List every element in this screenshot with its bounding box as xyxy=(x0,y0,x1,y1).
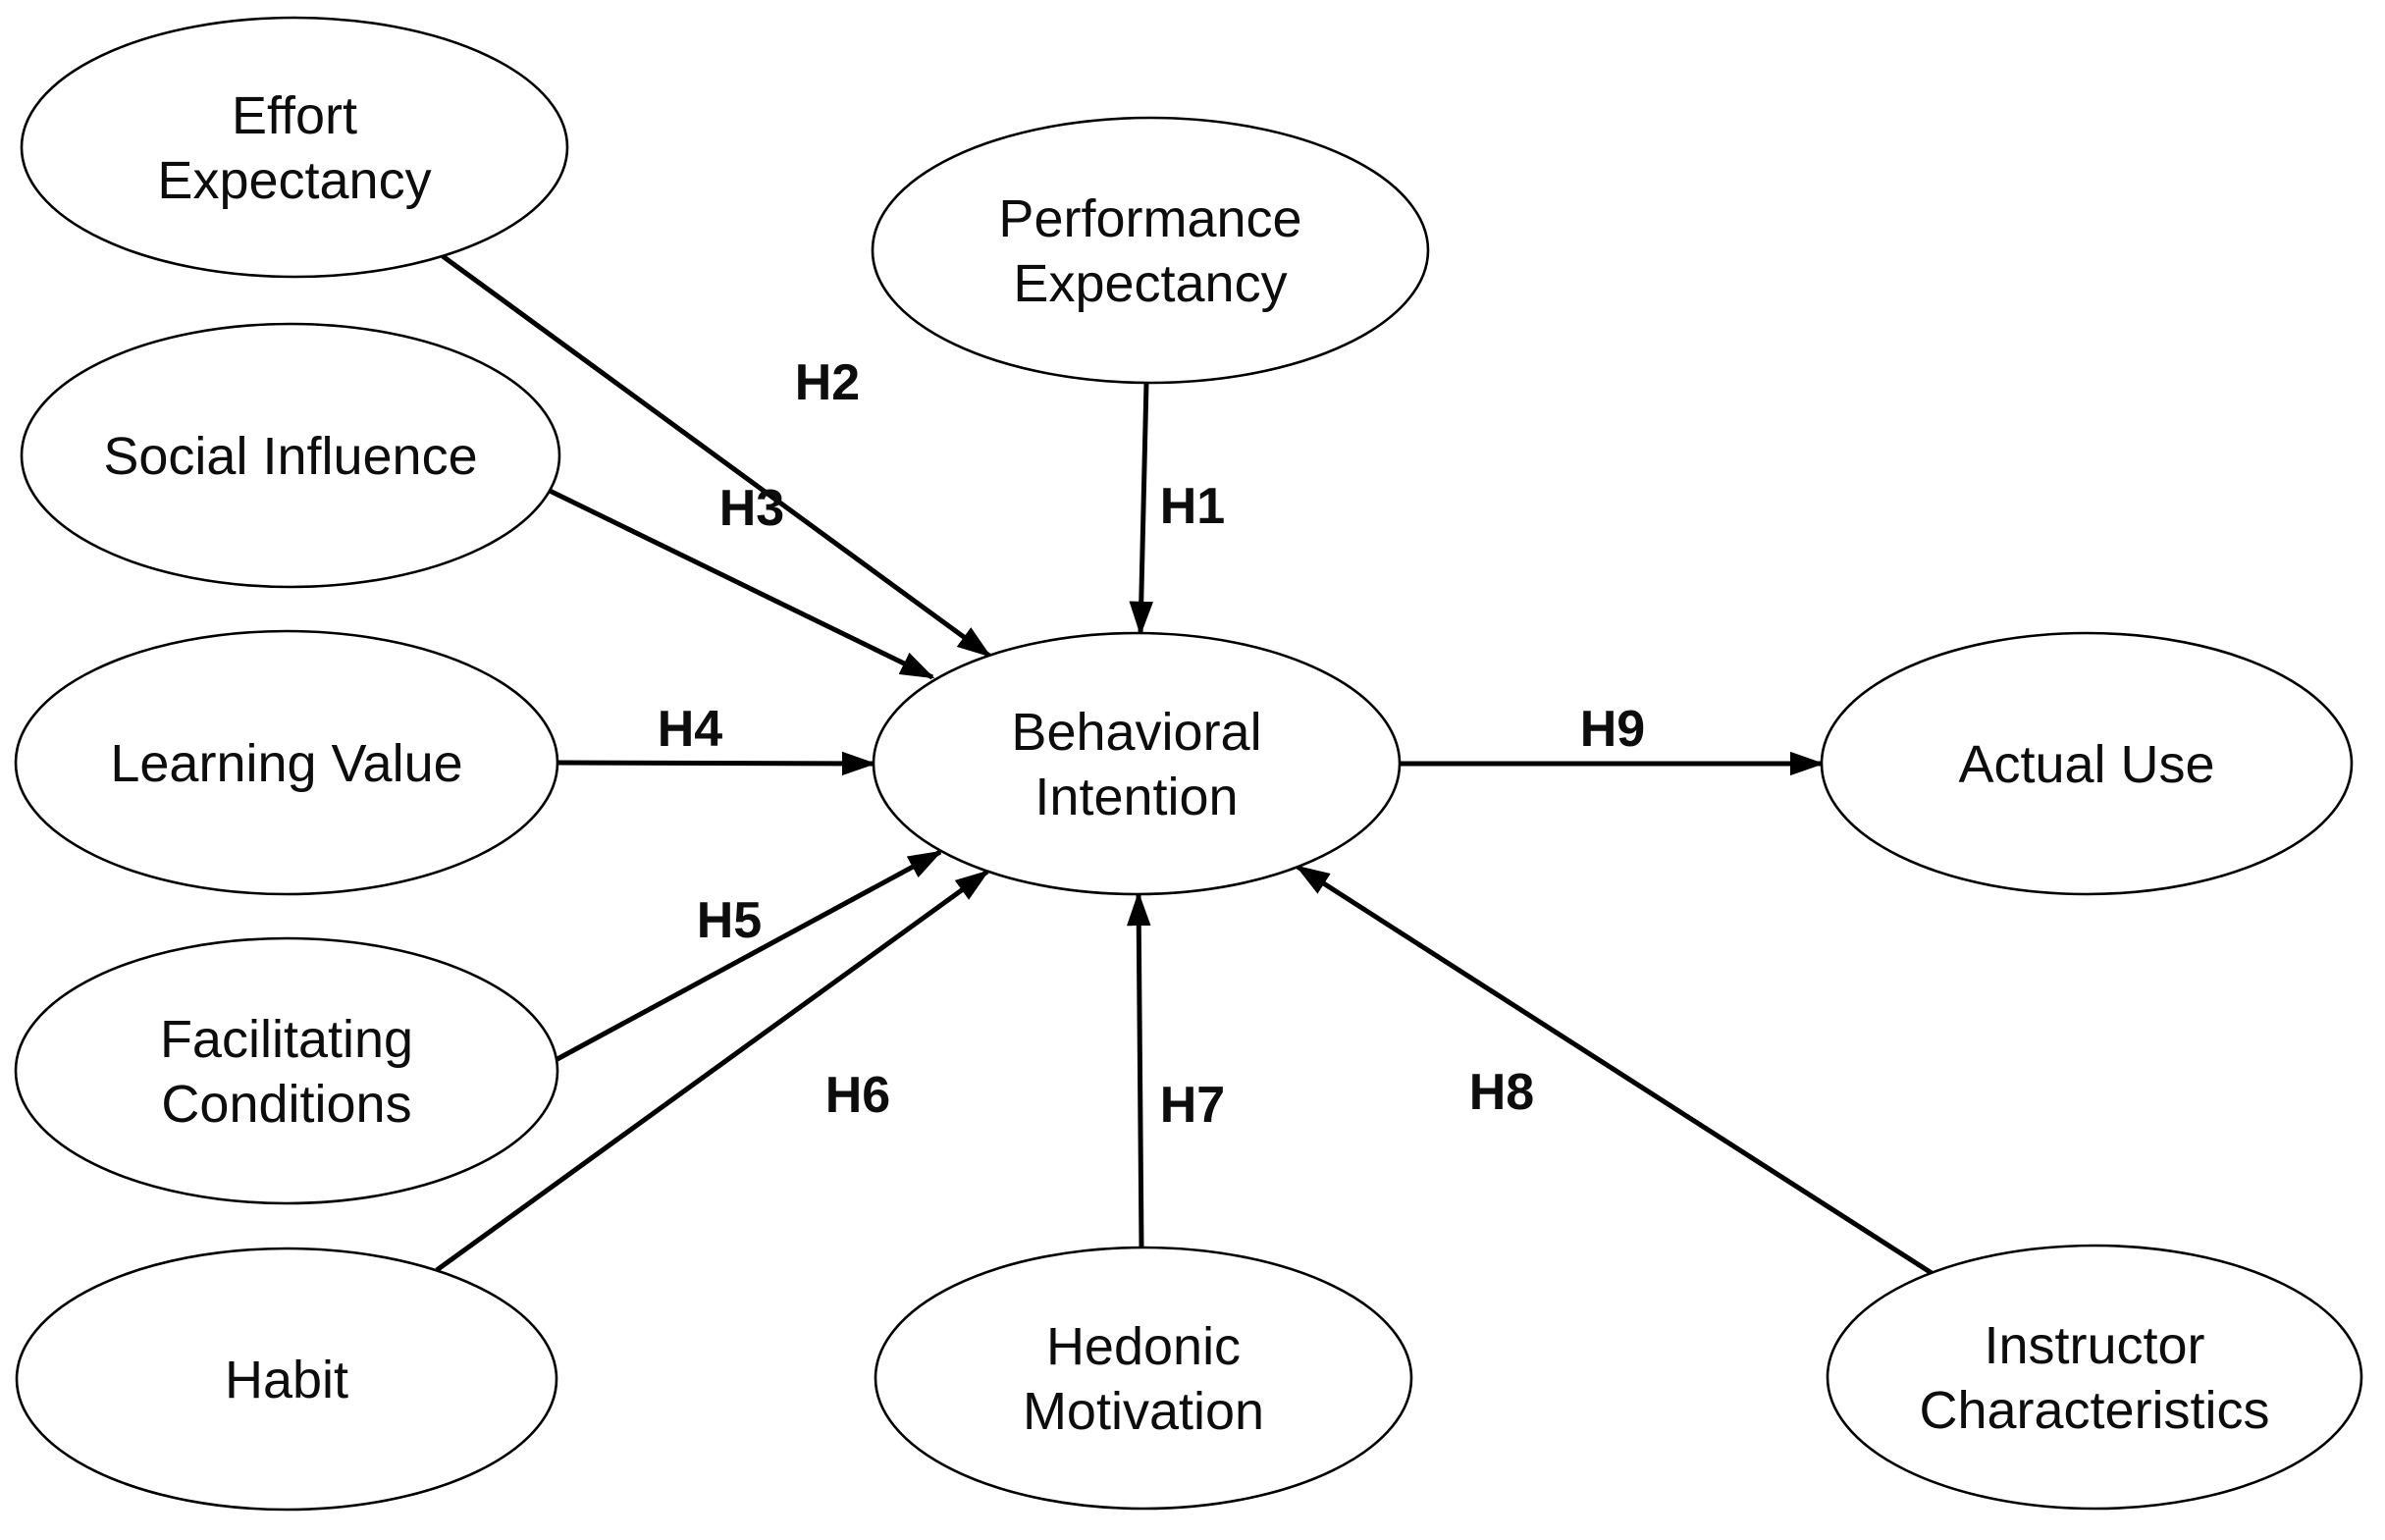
node-instructor-characteristics-label-line-2: Characteristics xyxy=(1919,1381,2269,1440)
node-behavioral-intention-label-line-2: Intention xyxy=(1034,768,1238,826)
edge-H6-label: H6 xyxy=(825,1067,890,1124)
node-effort-expectancy-label-line-2: Expectancy xyxy=(157,151,431,210)
node-habit xyxy=(15,1247,558,1512)
edge-H9-label: H9 xyxy=(1580,701,1645,758)
node-instructor-characteristics-label-line-1: Instructor xyxy=(1984,1316,2204,1375)
edge-H5-arrow xyxy=(554,849,943,1063)
node-behavioral-intention-label-line-1: Behavioral xyxy=(1011,703,1261,762)
node-hedonic-motivation-label-line-1: Hedonic xyxy=(1046,1317,1241,1376)
node-facilitating-conditions-label-line-2: Conditions xyxy=(161,1075,411,1134)
node-effort-expectancy xyxy=(20,16,569,279)
node-behavioral-intention xyxy=(872,631,1402,896)
edge-H2-arrow xyxy=(441,253,992,659)
node-actual-use xyxy=(1820,631,2354,896)
node-performance-expectancy-label-line-2: Expectancy xyxy=(1013,254,1287,313)
edge-H6-arrow xyxy=(435,869,990,1273)
edge-H8-label: H8 xyxy=(1469,1064,1534,1121)
node-actual-use-label-line-1: Actual Use xyxy=(1958,735,2214,794)
node-habit-label-line-1: Habit xyxy=(225,1351,348,1409)
edge-H7-arrow xyxy=(1127,891,1151,1248)
node-social-influence-label: Social Influence xyxy=(103,427,477,486)
node-learning-value xyxy=(14,629,559,896)
node-hedonic-motivation-label-line-2: Motivation xyxy=(1023,1382,1264,1441)
edges-layer xyxy=(435,253,1934,1276)
node-hedonic-motivation xyxy=(874,1246,1413,1511)
node-effort-expectancy-label-line-1: Effort xyxy=(232,86,357,145)
edge-H4-label: H4 xyxy=(658,701,723,758)
node-instructor-characteristics xyxy=(1826,1244,2363,1511)
node-learning-value-label-line-1: Learning Value xyxy=(110,734,462,793)
edge-H1-arrow xyxy=(1129,382,1154,636)
edge-H5-label: H5 xyxy=(697,892,762,949)
node-social-influence xyxy=(20,322,561,589)
node-learning-value-label: Learning Value xyxy=(110,734,462,793)
node-performance-expectancy xyxy=(871,116,1430,385)
edge-H8-arrow xyxy=(1295,864,1934,1276)
node-social-influence-label-line-1: Social Influence xyxy=(103,427,477,486)
edge-H3-arrow xyxy=(548,488,935,680)
node-facilitating-conditions-label-line-1: Facilitating xyxy=(160,1010,413,1069)
edge-H7-label: H7 xyxy=(1160,1077,1225,1134)
node-habit-label: Habit xyxy=(225,1351,348,1409)
edge-H3-label: H3 xyxy=(719,480,784,537)
edge-H4-arrow xyxy=(556,751,876,776)
edge-H2-label: H2 xyxy=(795,354,860,411)
node-performance-expectancy-label-line-1: Performance xyxy=(998,189,1301,248)
edge-H1-label: H1 xyxy=(1160,478,1225,535)
node-facilitating-conditions xyxy=(14,936,559,1205)
node-actual-use-label: Actual Use xyxy=(1958,735,2214,794)
